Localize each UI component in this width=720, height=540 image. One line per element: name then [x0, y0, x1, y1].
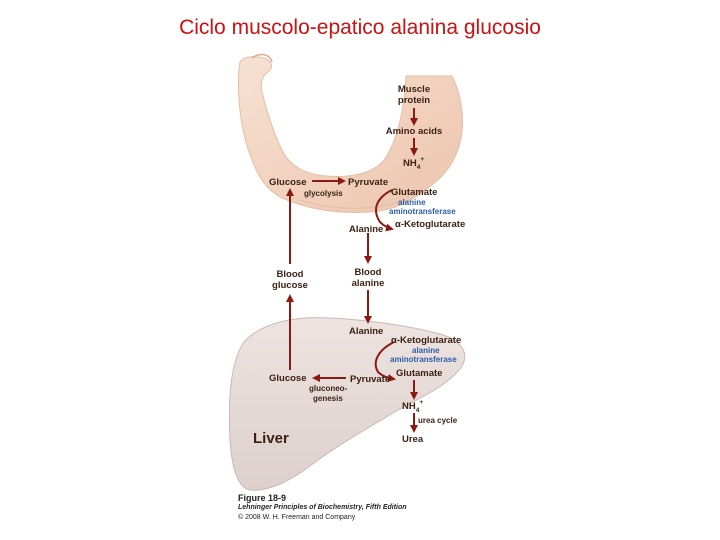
- figure-caption: Figure 18-9 Lehninger Principles of Bioc…: [238, 493, 407, 523]
- label-amino-acids: Amino acids: [386, 126, 443, 137]
- caption-figure: Figure 18-9: [238, 493, 287, 503]
- label-blood-glucose-1: Blood: [277, 269, 304, 280]
- label-liver-organ: Liver: [253, 430, 289, 447]
- label-muscle-enzyme-1: alanine: [398, 198, 426, 207]
- label-urea-cycle: urea cycle: [418, 416, 458, 425]
- caption-copyright: © 2008 W. H. Freeman and Company: [238, 514, 356, 521]
- arrows: [286, 108, 418, 433]
- label-gluconeogenesis-1: gluconeo-: [309, 384, 348, 393]
- label-liver-glutamate: Glutamate: [396, 368, 442, 379]
- label-blood-glucose-2: glucose: [272, 280, 308, 291]
- label-blood-alanine-2: alanine: [352, 278, 385, 289]
- arrow-muscle-transamination: [375, 189, 394, 232]
- label-liver-alanine: Alanine: [349, 326, 383, 337]
- label-liver-glucose: Glucose: [269, 373, 307, 384]
- label-blood-alanine-1: Blood: [355, 267, 382, 278]
- label-gluconeogenesis-2: genesis: [313, 394, 343, 403]
- label-muscle-pyruvate: Pyruvate: [348, 177, 388, 188]
- label-liver-nh4: NH4+: [402, 399, 423, 414]
- caption-book: Lehninger Principles of Biochemistry, Fi…: [238, 504, 407, 511]
- label-muscle-protein-1: Muscle: [398, 84, 430, 95]
- label-urea: Urea: [402, 434, 424, 445]
- label-glycolysis: glycolysis: [304, 189, 343, 198]
- label-muscle-glucose: Glucose: [269, 177, 307, 188]
- label-muscle-nh4: NH4+: [403, 156, 424, 171]
- label-muscle-ketoglutarate: α-Ketoglutarate: [395, 219, 465, 230]
- arm-illustration: [238, 53, 463, 213]
- liver-illustration: [228, 317, 466, 491]
- slide-title: Ciclo muscolo-epatico alanina glucosio: [179, 16, 541, 39]
- label-muscle-glutamate: Glutamate: [391, 187, 437, 198]
- label-liver-pyruvate: Pyruvate: [350, 374, 390, 385]
- label-liver-enzyme-1: alanine: [412, 346, 440, 355]
- blood-labels: Blood glucose Blood alanine: [272, 267, 384, 291]
- label-muscle-protein-2: protein: [398, 95, 430, 106]
- label-liver-ketoglutarate: α-Ketoglutarate: [391, 335, 461, 346]
- label-muscle-enzyme-2: aminotransferase: [389, 207, 456, 216]
- label-muscle-alanine: Alanine: [349, 224, 383, 235]
- label-liver-enzyme-2: aminotransferase: [390, 355, 457, 364]
- liver-labels: Alanine α-Ketoglutarate alanine aminotra…: [253, 326, 461, 447]
- muscle-labels: Muscle protein Amino acids NH4+ Glucose …: [269, 84, 465, 235]
- arrow-liver-transamination: [374, 341, 396, 382]
